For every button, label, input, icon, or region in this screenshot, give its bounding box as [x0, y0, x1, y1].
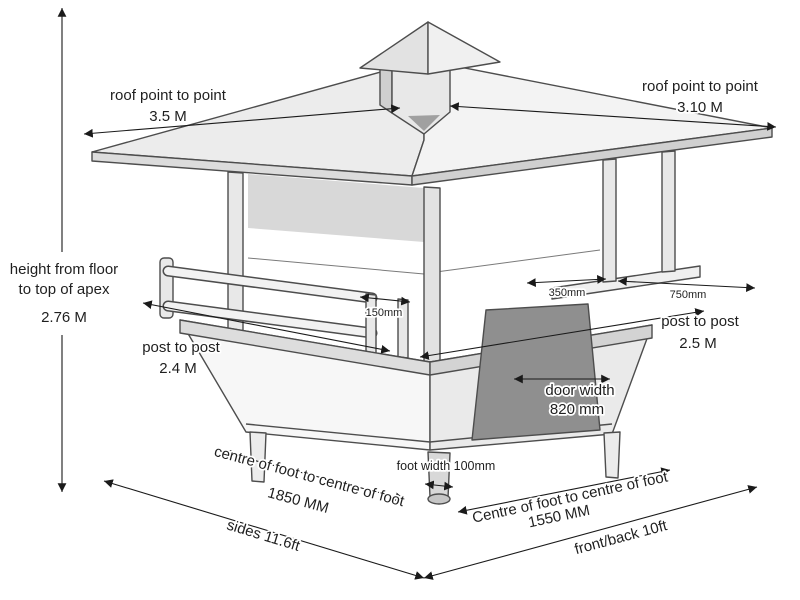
- dim-height-value: 2.76 M: [41, 309, 87, 326]
- dim-counter-depth-arrow: [526, 275, 607, 287]
- foot-right: [603, 431, 621, 479]
- dim-rail-gap-value: 150mm: [366, 307, 403, 319]
- door-opening: [471, 303, 601, 441]
- railing-baluster-1: [365, 293, 377, 356]
- dim-post-right-value: 2.5 M: [679, 335, 717, 352]
- foot-center-base: [427, 493, 451, 505]
- railing-top-rail: [162, 265, 378, 304]
- dim-height-label-line1: height from floor: [10, 261, 118, 278]
- dim-feet-sides-value: 1850 MM: [266, 484, 331, 517]
- dim-post-left-label: post to post: [142, 339, 220, 356]
- dim-side-length-arrow: [103, 479, 425, 580]
- dim-roof-left-label: roof point to point: [110, 87, 227, 104]
- dim-counter-depth-value: 350mm: [549, 287, 586, 299]
- dim-post-right-label: post to post: [661, 313, 739, 330]
- dim-roof-left-value: 3.5 M: [149, 108, 187, 125]
- dim-counter-width-value: 750mm: [670, 289, 707, 301]
- dim-front-back-label: front/back 10ft: [573, 517, 670, 558]
- dim-post-right-arrow: [419, 308, 705, 360]
- dim-roof-right-arrow: [449, 102, 777, 131]
- dim-post-left-value: 2.4 M: [159, 360, 197, 377]
- interior-rail-line-left: [247, 257, 425, 275]
- interior-shade: [248, 174, 424, 242]
- body-base-seam-left: [245, 423, 431, 443]
- cupola-side: [379, 64, 393, 114]
- cupola-vent-notch: [408, 115, 440, 131]
- dim-front-back-arrow: [423, 485, 758, 580]
- dim-rail-gap-arrow: [359, 293, 411, 306]
- dim-side-length-label: sides 11.6ft: [225, 517, 303, 556]
- dim-roof-right-value: 3.10 M: [677, 99, 723, 116]
- dim-foot-width-label: foot width 100mm: [397, 459, 496, 473]
- roof-cap-left: [359, 21, 429, 75]
- dim-door-label: door width: [545, 382, 614, 399]
- interior-rail-line-right: [435, 249, 601, 273]
- dim-door-value: 820 mm: [550, 401, 604, 418]
- roof-eave-right: [411, 127, 773, 186]
- right-post-inner: [602, 158, 617, 283]
- roof-cap-right: [427, 21, 501, 75]
- dim-counter-width-arrow: [617, 277, 756, 292]
- front-post: [423, 186, 441, 367]
- dim-post-left-arrow: [142, 300, 391, 354]
- dim-roof-left-arrow: [83, 104, 401, 138]
- right-post-outer: [661, 150, 676, 273]
- dim-roof-right-label: roof point to point: [642, 78, 759, 95]
- dim-height-label-line2: to top of apex: [19, 281, 110, 298]
